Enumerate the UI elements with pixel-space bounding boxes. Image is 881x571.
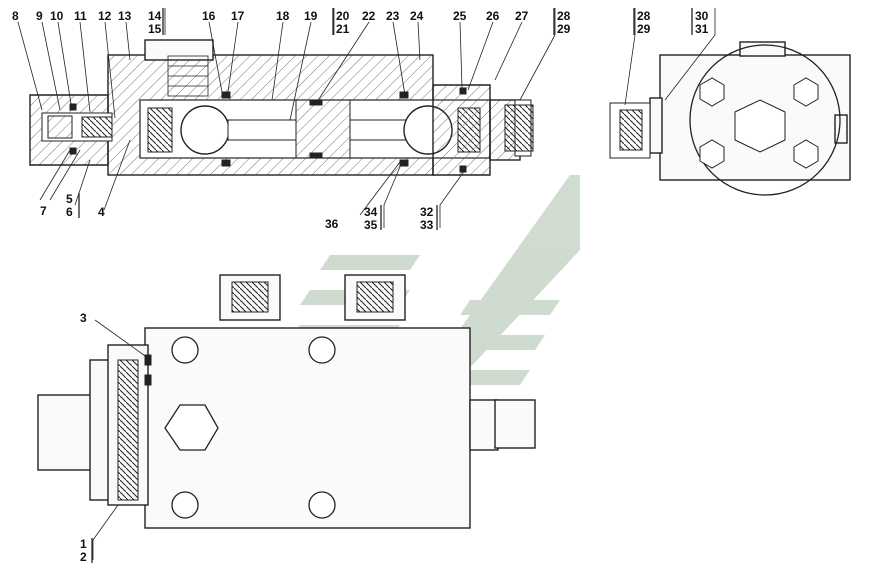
callout-31: 31 [695,22,709,36]
front-view [37,274,536,529]
callout-21: 21 [336,22,350,36]
callout-5: 5 [66,192,73,206]
callout-26: 26 [486,9,500,23]
callout-32: 32 [420,205,434,219]
callout-12: 12 [98,9,112,23]
callout-13: 13 [118,9,132,23]
callout-27: 27 [515,9,529,23]
callout-33: 33 [420,218,434,232]
leader-lines [17,8,716,560]
callout-6: 6 [66,205,73,219]
callout-1: 1 [80,537,87,551]
callout-18: 18 [276,9,290,23]
callout-23: 23 [386,9,400,23]
callout-separators [78,8,693,563]
callout-34: 34 [364,205,378,219]
callout-35: 35 [364,218,378,232]
callout-9: 9 [36,9,43,23]
callout-14: 14 [148,9,162,23]
callout-25: 25 [453,9,467,23]
callout-7: 7 [40,204,47,218]
end-view [609,41,851,196]
callout-16: 16 [202,9,216,23]
callout-17: 17 [231,9,245,23]
section-view-top [29,39,534,176]
callout-2: 2 [80,550,87,564]
callout-11: 11 [74,9,87,23]
callout-24: 24 [410,9,424,23]
callout-labels: 8 9 10 11 12 13 14 15 16 17 18 19 20 21 … [12,9,709,564]
callout-8: 8 [12,9,19,23]
callout-15: 15 [148,22,162,36]
top-port-boss [144,39,214,61]
callout-20: 20 [336,9,350,23]
callout-29-end: 29 [637,22,651,36]
callout-3: 3 [80,311,87,325]
callout-4: 4 [98,205,105,219]
callout-19: 19 [304,9,318,23]
callout-28-top: 28 [557,9,571,23]
callout-29-top: 29 [557,22,571,36]
callout-30: 30 [695,9,709,23]
callout-36: 36 [325,217,339,231]
callout-22: 22 [362,9,376,23]
callout-10: 10 [50,9,64,23]
callout-28-end: 28 [637,9,651,23]
